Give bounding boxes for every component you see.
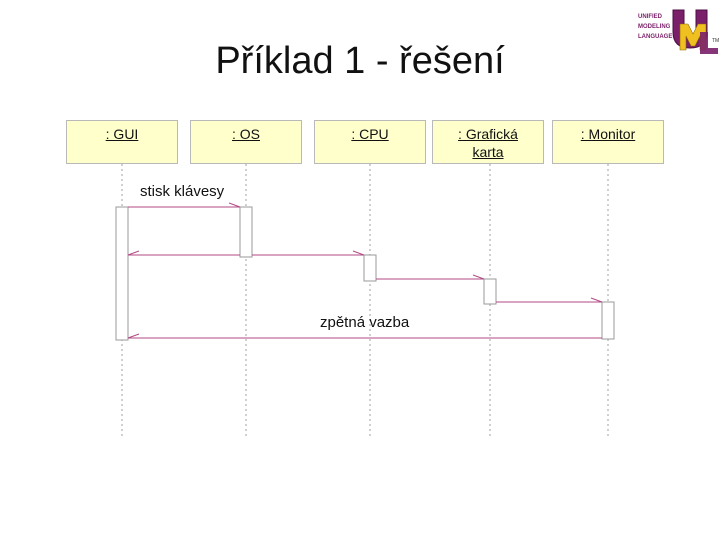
object-box-graphics-card: : Grafická karta: [432, 120, 544, 164]
message-feedback-arrowhead: [127, 333, 140, 339]
activation-cpu: [363, 254, 377, 282]
message-label-key-press: stisk klávesy: [140, 183, 225, 200]
slide-title: Příklad 1 - řešení: [215, 40, 505, 82]
activation-gui: [115, 206, 129, 341]
object-box-gui: : GUI: [66, 120, 178, 164]
logo-l-shape: [700, 32, 718, 54]
object-box-os: : OS: [190, 120, 302, 164]
logo-tm: TM: [712, 38, 720, 44]
activation-graphics-card: [483, 278, 497, 305]
logo-line-3: LANGUAGE: [638, 34, 673, 40]
object-label-cpu: : CPU: [351, 126, 389, 142]
object-box-cpu: : CPU: [314, 120, 426, 164]
activation-monitor: [601, 301, 615, 340]
message-cpu-to-graphics-card-arrowhead: [472, 274, 485, 280]
message-key-press-arrowhead: [228, 202, 241, 208]
activation-os: [239, 206, 253, 258]
activations: [115, 206, 615, 341]
object-label-monitor: : Monitor: [580, 126, 636, 142]
object-label-os: : OS: [231, 126, 260, 142]
object-box-monitor: : Monitor: [552, 120, 664, 164]
lifelines: [121, 164, 609, 436]
message-graphics-card-to-monitor-arrowhead: [590, 297, 603, 303]
object-label-gui: : GUI: [105, 126, 139, 142]
object-label-graphics-card: : Grafická karta: [458, 126, 518, 160]
message-os-to-cpu-arrowhead: [352, 250, 365, 256]
logo-line-2: MODELING: [638, 24, 671, 30]
messages: [127, 202, 603, 339]
logo-line-1: UNIFIED: [638, 14, 662, 20]
message-os-reply-arrowhead: [127, 250, 140, 256]
uml-logo: UNIFIED MODELING LANGUAGE TM: [638, 2, 720, 58]
message-label-feedback: zpětná vazba: [320, 314, 410, 331]
